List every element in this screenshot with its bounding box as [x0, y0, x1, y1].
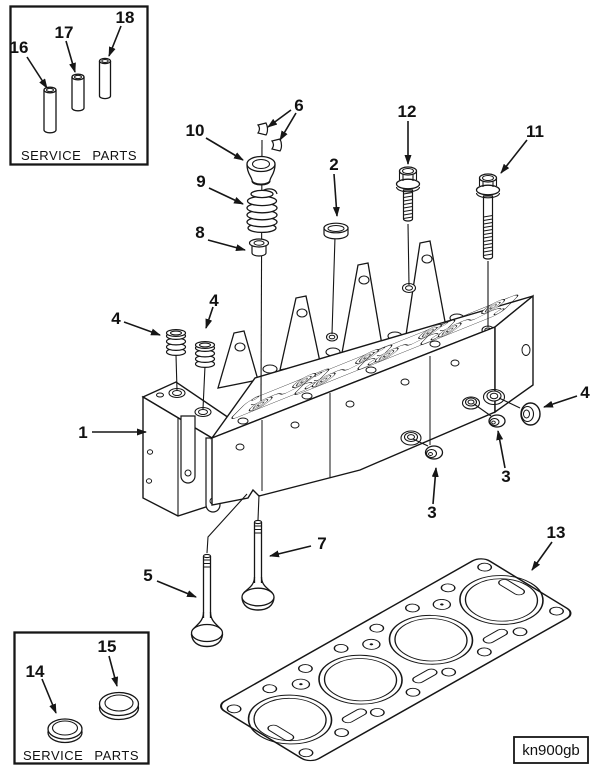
lifting-link [180, 415, 196, 484]
cylinder-head-right-end [482, 294, 534, 414]
callout-11-bolt-long: 11 [526, 122, 544, 141]
valve-short [241, 519, 275, 611]
callout-6-collets: 6 [294, 96, 303, 115]
valve-spring [246, 188, 278, 234]
gasket-cylinder-bores [247, 575, 544, 745]
seal-ring-15 [98, 691, 140, 721]
service-parts-box-bottom: SERVICE PARTS 14 15 [13, 631, 150, 765]
callout-13-gasket: 13 [547, 523, 566, 542]
gasket-bolt-holes [226, 562, 564, 758]
threaded-plug-middle [488, 414, 506, 428]
figure-code-box: kn900gb [513, 736, 589, 764]
callout-4-plug-right: 4 [580, 383, 590, 402]
valve-guide-17 [71, 73, 85, 112]
cylinder-head [141, 240, 534, 517]
callout-14: 14 [26, 662, 45, 681]
callout-18: 18 [116, 8, 135, 27]
service-parts-box-top: SERVICE PARTS 16 17 18 [9, 5, 149, 166]
callouts: 1 2 3 3 4 4 4 5 6 7 8 9 10 11 12 13 [78, 96, 590, 598]
callout-15: 15 [98, 637, 117, 656]
head-bolt-short [395, 166, 421, 222]
valve-guide-16 [43, 86, 57, 134]
valve-stem-seal [248, 238, 270, 257]
callout-5-valve: 5 [143, 566, 152, 585]
callout-12-bolt-short: 12 [398, 102, 417, 121]
callout-4-plug-left: 4 [111, 309, 121, 328]
ribbed-plug-left [165, 329, 187, 357]
valve-guide-18 [98, 57, 112, 100]
callout-8-stem-seal: 8 [195, 223, 204, 242]
callout-16: 16 [10, 38, 29, 57]
callout-1-cylinder-head: 1 [78, 423, 87, 442]
threaded-plug-large [520, 402, 541, 426]
ribbed-plug-second [194, 341, 216, 369]
gasket-coolant-slots [267, 579, 526, 741]
callout-3-plug-middle: 3 [501, 467, 510, 486]
threaded-plug-front [424, 445, 444, 460]
callout-7-valve: 7 [317, 534, 326, 553]
callout-9-spring: 9 [196, 172, 205, 191]
callout-2-cup-plug: 2 [329, 155, 338, 174]
callout-4-plug-second: 4 [209, 291, 219, 310]
valve-collets [256, 122, 283, 152]
service-parts-title-top: SERVICE PARTS [21, 148, 137, 163]
callout-10-retainer: 10 [186, 121, 205, 140]
callout-3-plug-front: 3 [427, 503, 436, 522]
cup-plug [323, 222, 349, 240]
spring-retainer [246, 155, 276, 186]
service-parts-title-bottom: SERVICE PARTS [23, 748, 139, 763]
figure-code: kn900gb [522, 742, 580, 759]
head-bolt-long [475, 173, 501, 260]
valve-long [190, 553, 224, 648]
callout-17: 17 [55, 23, 74, 42]
seal-ring-14 [47, 718, 83, 744]
head-gasket [220, 558, 572, 762]
gasket-rivets [291, 599, 452, 690]
